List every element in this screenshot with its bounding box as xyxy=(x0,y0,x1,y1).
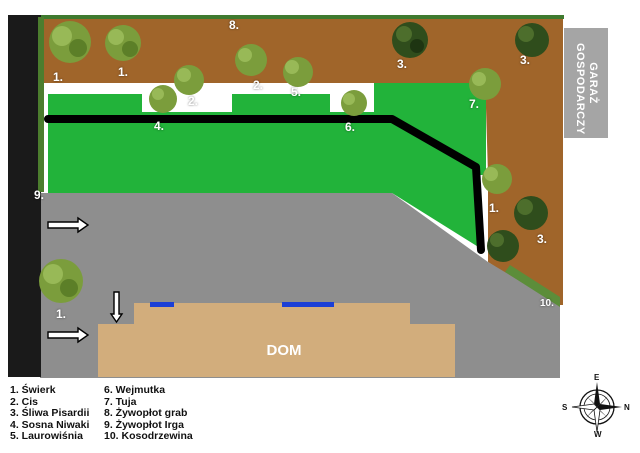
marker-kosodrzewina: 10. xyxy=(540,298,554,309)
marker-cis: 2. xyxy=(188,94,199,108)
marker-sliwa: 3. xyxy=(537,232,548,246)
legend-item: 1. Świerk xyxy=(10,384,56,396)
marker-swierk: 1. xyxy=(118,65,129,79)
house-window xyxy=(150,302,174,307)
marker-wejmutka: 6. xyxy=(345,120,356,134)
marker-swierk: 1. xyxy=(56,307,67,321)
marker-sliwa: 3. xyxy=(397,57,408,71)
building-label: DOM xyxy=(266,342,302,359)
marker-sosna: 4. xyxy=(154,119,165,133)
arrow-icon xyxy=(47,216,124,344)
marker-swierk: 1. xyxy=(489,201,500,215)
legend-right: 6. Wejmutka 7. Tuja 8. Żywopłot grab 9. … xyxy=(104,384,193,443)
legend-item: 10. Kosodrzewina xyxy=(104,430,193,443)
compass-east: N xyxy=(624,403,630,412)
legend-item: 8. Żywopłot grab xyxy=(104,407,188,420)
lawn-strip-left xyxy=(48,94,142,114)
hedge-irga xyxy=(505,265,560,307)
lawn-main xyxy=(48,112,480,248)
compass-rose: E W S N xyxy=(562,373,630,439)
legend-item: 4. Sosna Niwaki xyxy=(10,418,90,431)
marker-tuja: 7. xyxy=(469,97,480,111)
marker-laurowisnia: 5. xyxy=(291,85,302,99)
lawn-strip-mid xyxy=(232,94,330,114)
compass-south: W xyxy=(594,430,602,439)
legend-item: 3. Śliwa Pisardii xyxy=(10,407,90,420)
marker-swierk: 1. xyxy=(53,70,64,84)
house-window xyxy=(282,302,334,307)
left-wall xyxy=(8,15,41,377)
lawn-right xyxy=(374,83,486,175)
legend-item: 7. Tuja xyxy=(104,395,137,408)
compass-west: S xyxy=(562,403,568,412)
tree-icon xyxy=(39,21,512,303)
legend-item: 9. Żywopłot Irga xyxy=(104,418,184,431)
legend-item: 5. Laurowiśnia xyxy=(10,430,83,443)
marker-zywoplot-irga: 9. xyxy=(34,188,45,202)
legend-item: 2. Cis xyxy=(10,395,39,408)
garage-label: GARAŻ GOSPODARCZY xyxy=(574,43,599,135)
marker-zywoplot-grab: 8. xyxy=(229,18,240,32)
hedge-left xyxy=(38,17,44,192)
compass-icon xyxy=(571,382,622,433)
house xyxy=(98,303,455,377)
marker-cis: 2. xyxy=(253,78,264,92)
compass-north: E xyxy=(594,373,600,382)
garage xyxy=(564,28,608,138)
marker-sliwa: 3. xyxy=(520,53,531,67)
garden-path xyxy=(44,115,485,254)
hedge-top xyxy=(40,15,564,19)
legend-item: 6. Wejmutka xyxy=(104,384,166,396)
legend-left: 1. Świerk 2. Cis 3. Śliwa Pisardii 4. So… xyxy=(10,384,90,443)
tree-icon xyxy=(392,22,549,262)
